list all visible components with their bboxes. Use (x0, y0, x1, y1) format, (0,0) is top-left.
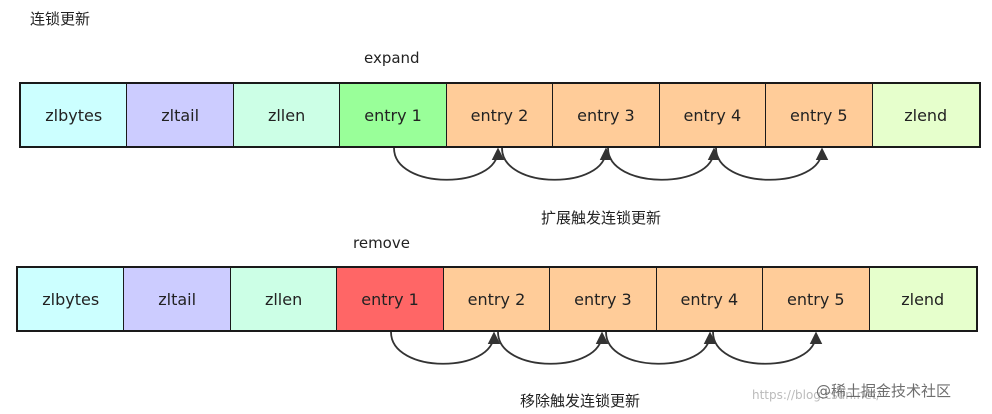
cell-entry-4: entry 4 (659, 84, 767, 146)
arrow-entry1-to-entry2 (390, 331, 501, 365)
arcs-remove (390, 331, 823, 365)
cell-entry-3: entry 3 (553, 84, 660, 146)
cell-zllen: zllen (230, 268, 338, 330)
arrow-entry3-to-entry4 (605, 331, 717, 365)
cell-zlbytes: zlbytes (21, 84, 128, 146)
arrow-entry1-to-entry2 (393, 147, 505, 181)
arrow-entry4-to-entry5 (715, 147, 829, 181)
cell-entry-4: entry 4 (656, 268, 764, 330)
arrow-entry2-to-entry3 (501, 147, 613, 181)
page-title: 连锁更新 (30, 10, 91, 28)
ziplist-row-remove: zlbytes zltail zllen entry 1 entry 2 ent… (16, 266, 978, 332)
cell-entry-5: entry 5 (766, 84, 873, 146)
cell-entry-2: entry 2 (443, 268, 551, 330)
cell-entry-2: entry 2 (446, 84, 554, 146)
cell-zltail: zltail (124, 268, 231, 330)
remove-label: remove (353, 234, 410, 252)
arcs-expand (393, 147, 829, 181)
cell-zllen: zllen (233, 84, 341, 146)
arrow-entry3-to-entry4 (607, 147, 721, 181)
cell-entry-1: entry 1 (340, 84, 447, 146)
watermark: @稀土掘金技术社区 (816, 382, 952, 400)
watermark-url: https://blog.csdn.net/ (752, 388, 881, 402)
arrow-entry2-to-entry3 (497, 331, 609, 365)
ziplist-row-expand: zlbytes zltail zllen entry 1 entry 2 ent… (19, 82, 981, 148)
expand-caption: 扩展触发连锁更新 (541, 209, 662, 227)
cell-zlbytes: zlbytes (18, 268, 125, 330)
cell-zlend: zlend (872, 84, 979, 146)
arrow-entry4-to-entry5 (712, 331, 823, 365)
cell-zltail: zltail (127, 84, 234, 146)
expand-label: expand (364, 49, 420, 67)
cell-entry-5: entry 5 (763, 268, 870, 330)
cell-zlend: zlend (869, 268, 976, 330)
cell-entry-3: entry 3 (550, 268, 657, 330)
remove-caption: 移除触发连锁更新 (520, 392, 641, 410)
cell-entry-1: entry 1 (337, 268, 444, 330)
